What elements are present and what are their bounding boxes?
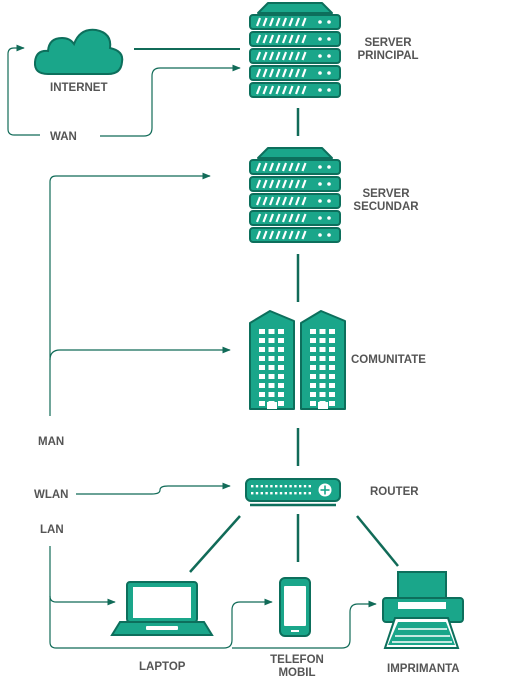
lan-label: LAN xyxy=(40,524,64,536)
server-secundar-label: SERVER SECUNDAR xyxy=(350,188,422,214)
laptop-label: LAPTOP xyxy=(139,661,186,673)
server-principal-line2: PRINCIPAL xyxy=(357,50,419,62)
comunitate-label: COMUNITATE xyxy=(351,354,426,366)
wlan-connector xyxy=(76,482,231,495)
telefon-label: TELEFON MOBIL xyxy=(262,654,332,680)
server-principal-label: SERVER PRINCIPAL xyxy=(352,37,424,63)
router-label: ROUTER xyxy=(370,486,419,498)
laptop-icon xyxy=(110,581,214,636)
server-secundar-stack xyxy=(249,147,341,243)
server-principal-line1: SERVER xyxy=(364,37,412,49)
phone-icon xyxy=(279,577,311,637)
server-icon xyxy=(249,2,341,98)
building-icon xyxy=(249,310,346,410)
server-secundar-line2: SECUNDAR xyxy=(353,201,419,213)
internet-label: INTERNET xyxy=(50,82,108,94)
man-community-connector xyxy=(49,346,231,361)
router-laptop-link xyxy=(189,515,241,573)
telefon-line2: MOBIL xyxy=(278,667,316,679)
imprimanta-label: IMPRIMANTA xyxy=(387,663,460,675)
wan-connector-to-server xyxy=(100,64,241,137)
man-connector xyxy=(49,172,211,416)
lan-printer-connector xyxy=(232,600,377,649)
wlan-label: WLAN xyxy=(34,489,69,501)
lan-trunk-connector xyxy=(49,596,273,649)
wan-label: WAN xyxy=(50,131,77,143)
router-printer-link xyxy=(356,515,399,567)
router-icon xyxy=(245,478,341,507)
server-icon xyxy=(249,147,341,243)
server-secundar-line1: SERVER xyxy=(362,188,410,200)
cloud-icon xyxy=(33,28,124,75)
wan-connector xyxy=(7,44,40,136)
lan-laptop-connector xyxy=(49,546,116,606)
printer-icon xyxy=(382,571,464,649)
telefon-line1: TELEFON xyxy=(270,654,324,666)
man-label: MAN xyxy=(38,436,65,448)
server-principal-stack xyxy=(249,2,341,98)
